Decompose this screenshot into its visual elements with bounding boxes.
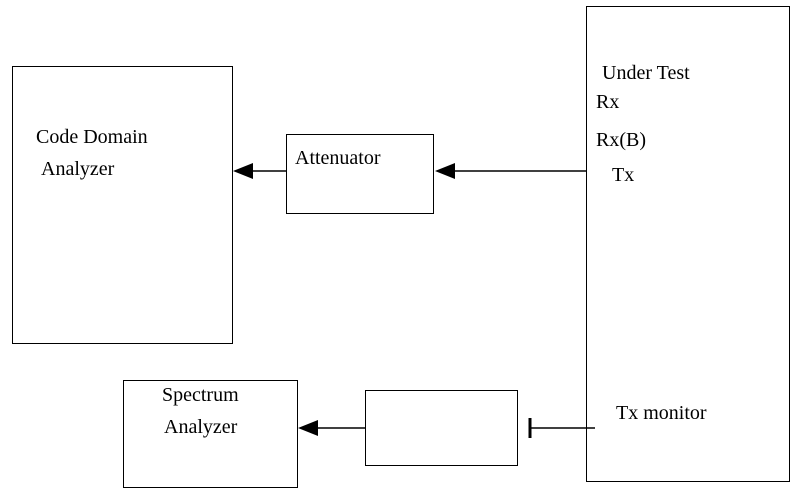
attenuator-box [286, 134, 434, 214]
port-tx-label: Tx [612, 164, 635, 186]
code-domain-analyzer-box [12, 66, 233, 344]
attenuator-input-arrowhead [435, 163, 455, 179]
spectrum-input-arrowhead [298, 420, 318, 436]
code-domain-analyzer-label-line1: Code Domain [36, 126, 148, 148]
port-rx-label: Rx [596, 91, 620, 113]
attenuator-label: Attenuator [295, 147, 381, 169]
spectrum-analyzer-box [123, 380, 298, 488]
spectrum-analyzer-label-line2: Analyzer [164, 416, 238, 438]
unlabeled-block-box [365, 390, 518, 466]
under-test-box [586, 6, 790, 482]
port-tx-monitor-label: Tx monitor [616, 402, 707, 424]
port-rx-b-label: Rx(B) [596, 129, 646, 151]
code-domain-analyzer-label-line2: Analyzer [41, 158, 115, 180]
spectrum-analyzer-label-line1: Spectrum [162, 384, 239, 406]
analyzer-input-arrowhead [233, 163, 253, 179]
under-test-title: Under Test [602, 62, 690, 84]
